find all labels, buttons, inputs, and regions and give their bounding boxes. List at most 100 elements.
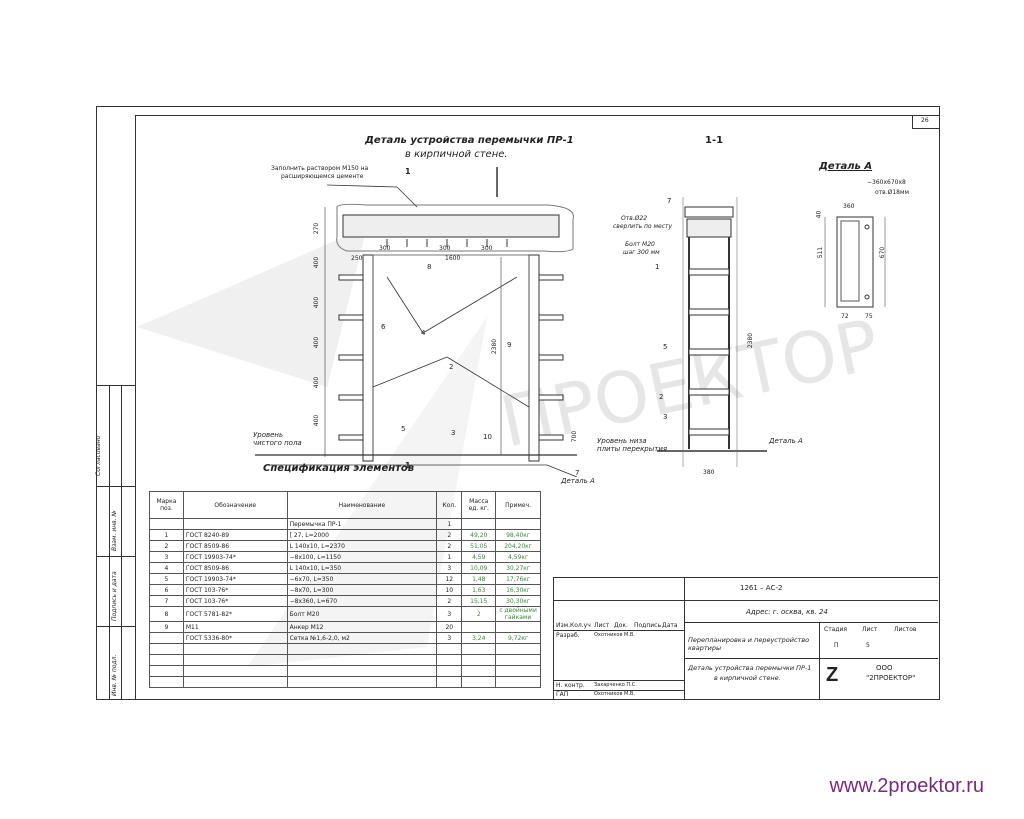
side-sign-date: Подпись и дата	[111, 571, 118, 621]
detail-dim-75: 75	[865, 313, 873, 320]
pos-label-4: 4	[421, 329, 426, 337]
spec-cell: 4	[149, 562, 184, 574]
stamp-drawing-title-1: Деталь устройства перемычки ПР-1	[688, 664, 812, 672]
spec-cell	[149, 518, 184, 530]
stamp-col-list: Лист	[594, 622, 610, 629]
dim-300-b: 300	[439, 245, 451, 252]
spec-cell: Болт М20	[286, 606, 438, 622]
dim-300-c: 300	[481, 245, 493, 252]
spec-cell: −8х70, L=300	[286, 584, 438, 596]
spec-cell: 4,59кг	[495, 551, 541, 563]
pos-label-7-main: 7	[575, 469, 580, 477]
bolt-m20-2: шаг 300 мм	[623, 249, 660, 256]
spec-cell: 2	[461, 606, 497, 622]
section-pos-1: 1	[655, 263, 660, 271]
stamp-col-izm: Изм.	[556, 622, 571, 629]
spec-cell: 7	[149, 595, 184, 607]
detail-dim-40: 40	[815, 210, 823, 219]
stamp-company: ООО	[876, 664, 893, 672]
stamp-name-razrab: Охотников М.В.	[594, 632, 635, 638]
spec-cell: 3	[436, 632, 463, 644]
pos-label-3: 3	[451, 429, 456, 437]
spec-cell: 8	[149, 606, 184, 622]
stamp-company-name: "2ПРОЕКТОР"	[866, 674, 916, 682]
spec-cell: 3	[436, 562, 463, 574]
spec-cell: 9	[149, 621, 184, 633]
spec-table: Марка поз. Обозначение Наименование Кол.…	[149, 491, 541, 688]
side-inv-replace: Взам. инв. №	[111, 510, 118, 551]
drawing-sheet: 26 Согласовано Взам. инв. № Подпись и да…	[95, 106, 940, 700]
detail-dim-670: 670	[879, 246, 887, 259]
page-number: 26	[921, 117, 929, 124]
spec-cell: 4,59	[461, 551, 497, 563]
detail-hole-label: отв.Ø18мм	[875, 189, 910, 196]
spec-cell: 30,30кг	[495, 595, 541, 607]
stamp-stage-value: П	[834, 642, 839, 649]
spec-cell: 1	[436, 551, 463, 563]
dim-400-e: 400	[313, 414, 321, 427]
stamp-role-razrab: Разраб.	[556, 632, 580, 639]
spec-cell: −6х70, L=350	[286, 573, 438, 585]
spec-cell: 5	[149, 573, 184, 585]
spec-cell: L 140х10, L=350	[286, 562, 438, 574]
pos-label-9: 9	[507, 341, 512, 349]
hole-22-1: Отв.Ø22	[621, 215, 648, 222]
spec-cell: 20	[436, 621, 463, 633]
spec-cell: 1	[436, 518, 463, 530]
spec-cell	[461, 621, 497, 633]
spec-row-empty	[149, 654, 541, 666]
spec-cell: 16,30кг	[495, 584, 541, 596]
spec-cell: 15,15	[461, 595, 497, 607]
spec-cell: 10,09	[461, 562, 497, 574]
spec-cell: 2	[436, 540, 463, 552]
section-pos-5: 5	[663, 343, 668, 351]
spec-header: Кол.	[436, 491, 463, 519]
side-agreed: Согласовано	[95, 435, 102, 476]
stamp-role-nkontr: Н. контр.	[556, 682, 585, 689]
section-1-1-drawing	[657, 197, 767, 467]
stamp-project-title: Перепланировка и переустройство квартиры	[688, 636, 810, 652]
detail-title: Деталь А	[819, 161, 873, 172]
dim-300-a: 300	[379, 245, 391, 252]
stamp-col-date: Дата	[662, 622, 678, 629]
spec-cell: 30,27кг	[495, 562, 541, 574]
spec-cell: ГОСТ 19903-74*	[182, 573, 288, 585]
spec-header-row: Марка поз. Обозначение Наименование Кол.…	[149, 491, 541, 519]
detail-a-drawing	[824, 216, 886, 308]
dim-400-c: 400	[313, 336, 321, 349]
detail-a-ref-main: Деталь А	[561, 477, 595, 485]
drawing-title-line2: в кирпичной стене.	[405, 149, 508, 160]
page-number-box: 26	[912, 116, 939, 129]
section-pos-7: 7	[667, 197, 672, 205]
detail-dim-360: 360	[843, 203, 855, 210]
floor-level-2: чистого пола	[253, 439, 302, 447]
spec-cell: М11	[182, 621, 288, 633]
spec-cell: ГОСТ 19903-74*	[182, 551, 288, 563]
spec-cell: ГОСТ 103-76*	[182, 595, 288, 607]
spec-cell	[149, 632, 184, 644]
footer-url[interactable]: www.2proektor.ru	[829, 775, 984, 797]
mortar-note-1: Заполнить раствором М150 на	[271, 165, 369, 172]
spec-cell: −8х100, L=1150	[286, 551, 438, 563]
spec-cell: 2	[436, 529, 463, 541]
spec-cell: ГОСТ 8509-86	[182, 562, 288, 574]
spec-cell: ГОСТ 103-76*	[182, 584, 288, 596]
stamp-address: Адрес: г. осква, кв. 24	[746, 608, 828, 616]
spec-cell: 3,24	[461, 632, 497, 644]
spec-cell: 98,40кг	[495, 529, 541, 541]
spec-header: Примеч.	[495, 491, 541, 519]
stamp-code: 1261 – АС-2	[740, 584, 783, 592]
side-stamp: Согласовано Взам. инв. № Подпись и дата …	[95, 385, 136, 700]
spec-cell: 51,05	[461, 540, 497, 552]
spec-cell: 1	[149, 529, 184, 541]
spec-row-empty	[149, 665, 541, 677]
hole-22-2: сверлить по месту	[613, 223, 673, 230]
